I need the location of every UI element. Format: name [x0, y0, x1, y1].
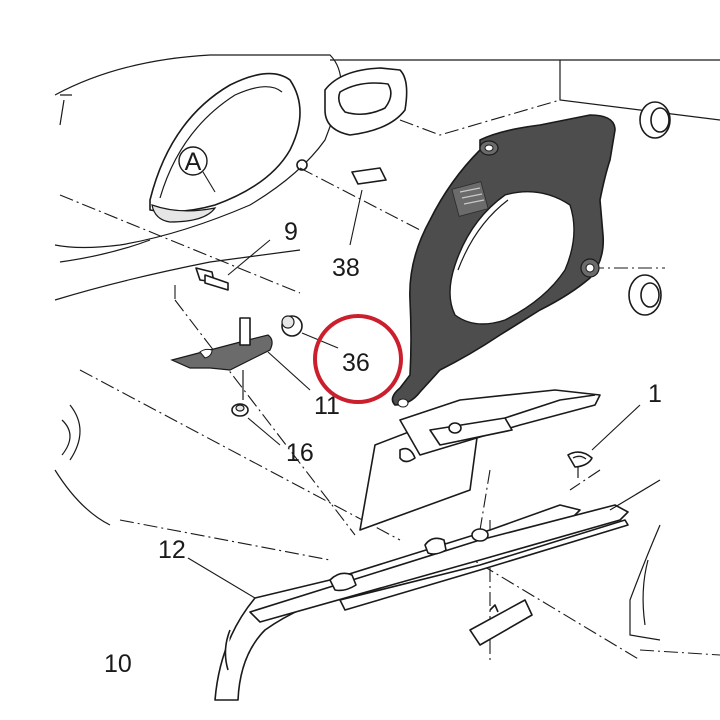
- callout-10: 10: [104, 650, 132, 678]
- lens-housing: [149, 72, 301, 223]
- callout-38: 38: [332, 254, 360, 282]
- callout-36: 36: [342, 349, 370, 377]
- lower-bracket-assembly: [359, 389, 601, 531]
- chain-slider-rail: [214, 504, 629, 701]
- part-36-grommet: [281, 315, 339, 349]
- leader-12: [187, 557, 256, 599]
- right-cylinders: [628, 101, 671, 316]
- part-16-screw: [231, 370, 281, 446]
- brand-emblem: [451, 181, 489, 217]
- chain-guard-cover: [391, 114, 616, 408]
- callout-16: 16: [286, 439, 314, 467]
- callout-12: 12: [158, 536, 186, 564]
- top-slot-bracket: [296, 67, 408, 171]
- right-panel-edge: [609, 479, 661, 641]
- part-11-bracket-plate: [170, 317, 311, 391]
- callout-9: 9: [284, 218, 298, 246]
- part-9-stud: [195, 239, 271, 291]
- part-1-screw: [567, 404, 641, 478]
- view-marker-a: A: [178, 146, 216, 193]
- part-38-label: [349, 167, 387, 246]
- callout-1: 1: [648, 380, 662, 408]
- view-marker-a-label: A: [185, 148, 202, 176]
- highlight-circle: [313, 314, 403, 404]
